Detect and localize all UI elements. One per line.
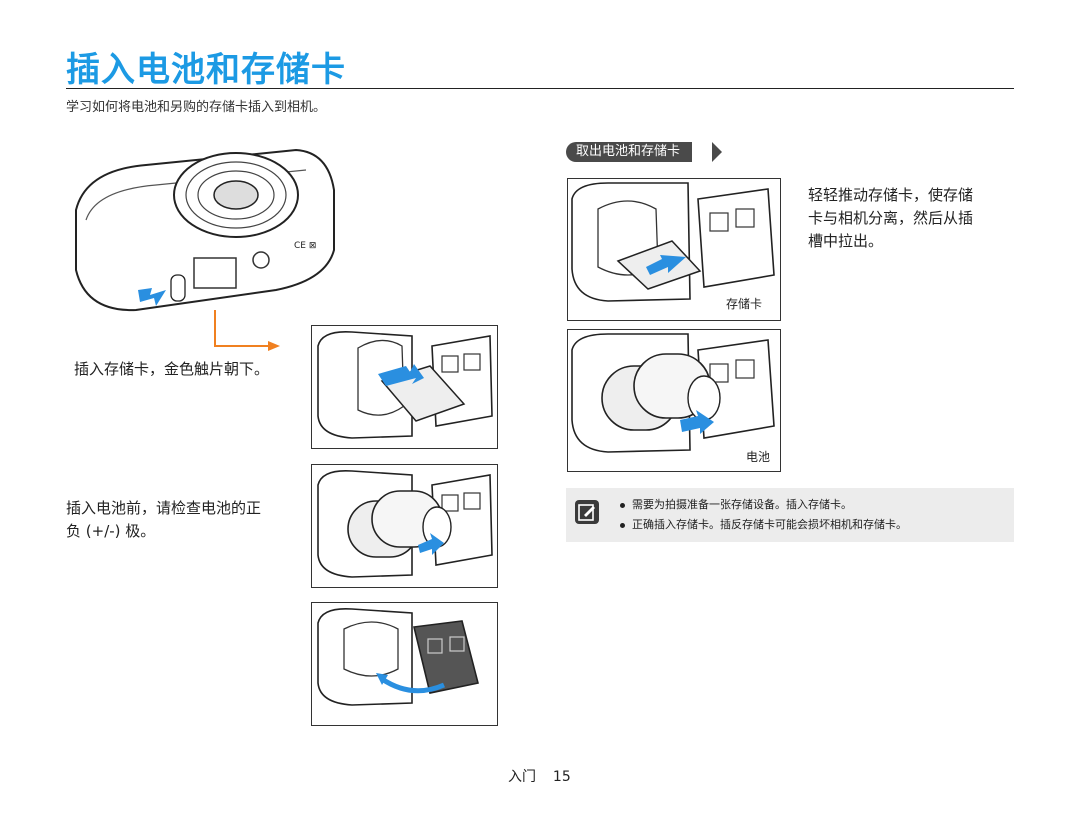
remove-section-heading: 取出电池和存储卡 [566,142,693,162]
remove-instruction-text: 轻轻推动存储卡，使存储 卡与相机分离，然后从插 槽中拉出。 [808,184,973,253]
step-insert-battery-line1: 插入电池前，请检查电池的正 [66,499,262,517]
battery-insert-figure [311,464,498,588]
close-cover-figure [311,602,498,726]
remove-instruction-line2: 卡与相机分离，然后从插 [808,209,974,227]
svg-text:CE ⊠: CE ⊠ [294,241,316,251]
card-remove-figure: 存储卡 [567,178,781,321]
remove-instruction-line1: 轻轻推动存储卡，使存储 [808,186,974,204]
note-pencil-icon [575,500,599,524]
page-number: 15 [552,769,571,785]
page-title: 插入电池和存储卡 [66,50,346,90]
title-divider [66,88,1014,89]
card-caption: 存储卡 [726,295,763,312]
note-item-text: 正确插入存储卡。插反存储卡可能会损坏相机和存储卡。 [632,518,907,531]
battery-remove-figure: 电池 [567,329,781,472]
bullet-icon [620,522,625,528]
page-subtitle: 学习如何将电池和另购的存储卡插入到相机。 [66,100,327,115]
step-insert-battery-line2: 负 (+/-) 极。 [66,522,156,540]
note-box [566,488,1014,542]
footer-section: 入门 [508,769,536,785]
page-footer: 入门 15 [508,766,571,786]
bullet-icon [620,502,625,508]
note-item: 正确插入存储卡。插反存储卡可能会损坏相机和存储卡。 [620,516,907,532]
battery-caption: 电池 [746,448,771,465]
heading-tab-tip [712,142,722,162]
step-insert-card-text: 插入存储卡，金色触片朝下。 [74,360,270,378]
remove-instruction-line3: 槽中拉出。 [808,232,884,250]
card-insert-figure [311,325,498,449]
note-item-text: 需要为拍摄准备一张存储设备。插入存储卡。 [632,498,852,511]
camera-bottom-illustration: CE ⊠ [66,140,346,330]
step-insert-battery-text: 插入电池前，请检查电池的正 负 (+/-) 极。 [66,497,261,543]
note-item: 需要为拍摄准备一张存储设备。插入存储卡。 [620,496,852,512]
orange-guide-arrow [214,310,284,352]
